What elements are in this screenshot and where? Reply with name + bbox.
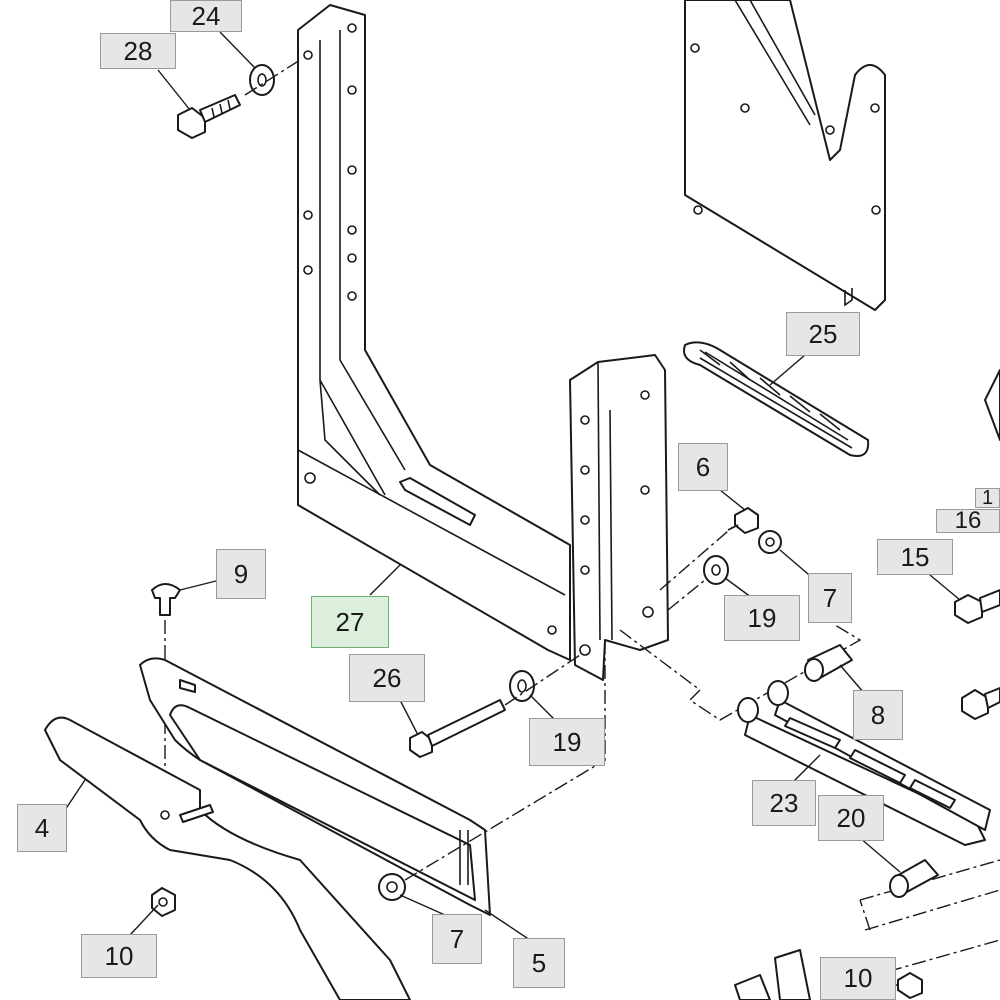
callout-24: 24 xyxy=(170,0,242,32)
fasteners-right xyxy=(659,507,782,611)
callout-28: 28 xyxy=(100,33,176,69)
callout-16: 16 xyxy=(936,507,1000,534)
bottom-bracket xyxy=(734,939,1000,1000)
callout-19-left: 19 xyxy=(529,718,605,766)
callout-5: 5 xyxy=(513,938,565,988)
callout-25: 25 xyxy=(786,312,860,356)
lower-plates xyxy=(44,657,491,1000)
shield-panel xyxy=(684,0,886,311)
callout-9: 9 xyxy=(216,549,266,599)
callout-19-right: 19 xyxy=(724,595,800,641)
upright-post xyxy=(569,354,669,681)
main-bracket xyxy=(297,4,571,661)
bolt-26 xyxy=(409,654,581,758)
nut-7-lower xyxy=(378,759,606,901)
bolts-right-edge xyxy=(954,369,1000,720)
callout-26: 26 xyxy=(349,654,425,702)
centerlines xyxy=(604,624,1000,931)
callout-6: 6 xyxy=(678,443,728,491)
callout-4: 4 xyxy=(17,804,67,852)
callout-15: 15 xyxy=(877,539,953,575)
callout-7-lower: 7 xyxy=(432,914,482,964)
chain xyxy=(683,341,870,457)
callout-20: 20 xyxy=(818,795,884,841)
callout-10-right: 10 xyxy=(820,957,896,1000)
callout-8: 8 xyxy=(853,690,903,740)
callout-27: 27 xyxy=(311,596,389,648)
callout-10-left: 10 xyxy=(81,934,157,978)
linkage-arm xyxy=(737,644,991,898)
nut-10 xyxy=(151,887,176,917)
bolt-and-washer xyxy=(177,59,301,139)
callout-1-partial: 1 xyxy=(975,487,1000,509)
callout-7-right: 7 xyxy=(808,573,852,623)
callout-23: 23 xyxy=(752,780,816,826)
